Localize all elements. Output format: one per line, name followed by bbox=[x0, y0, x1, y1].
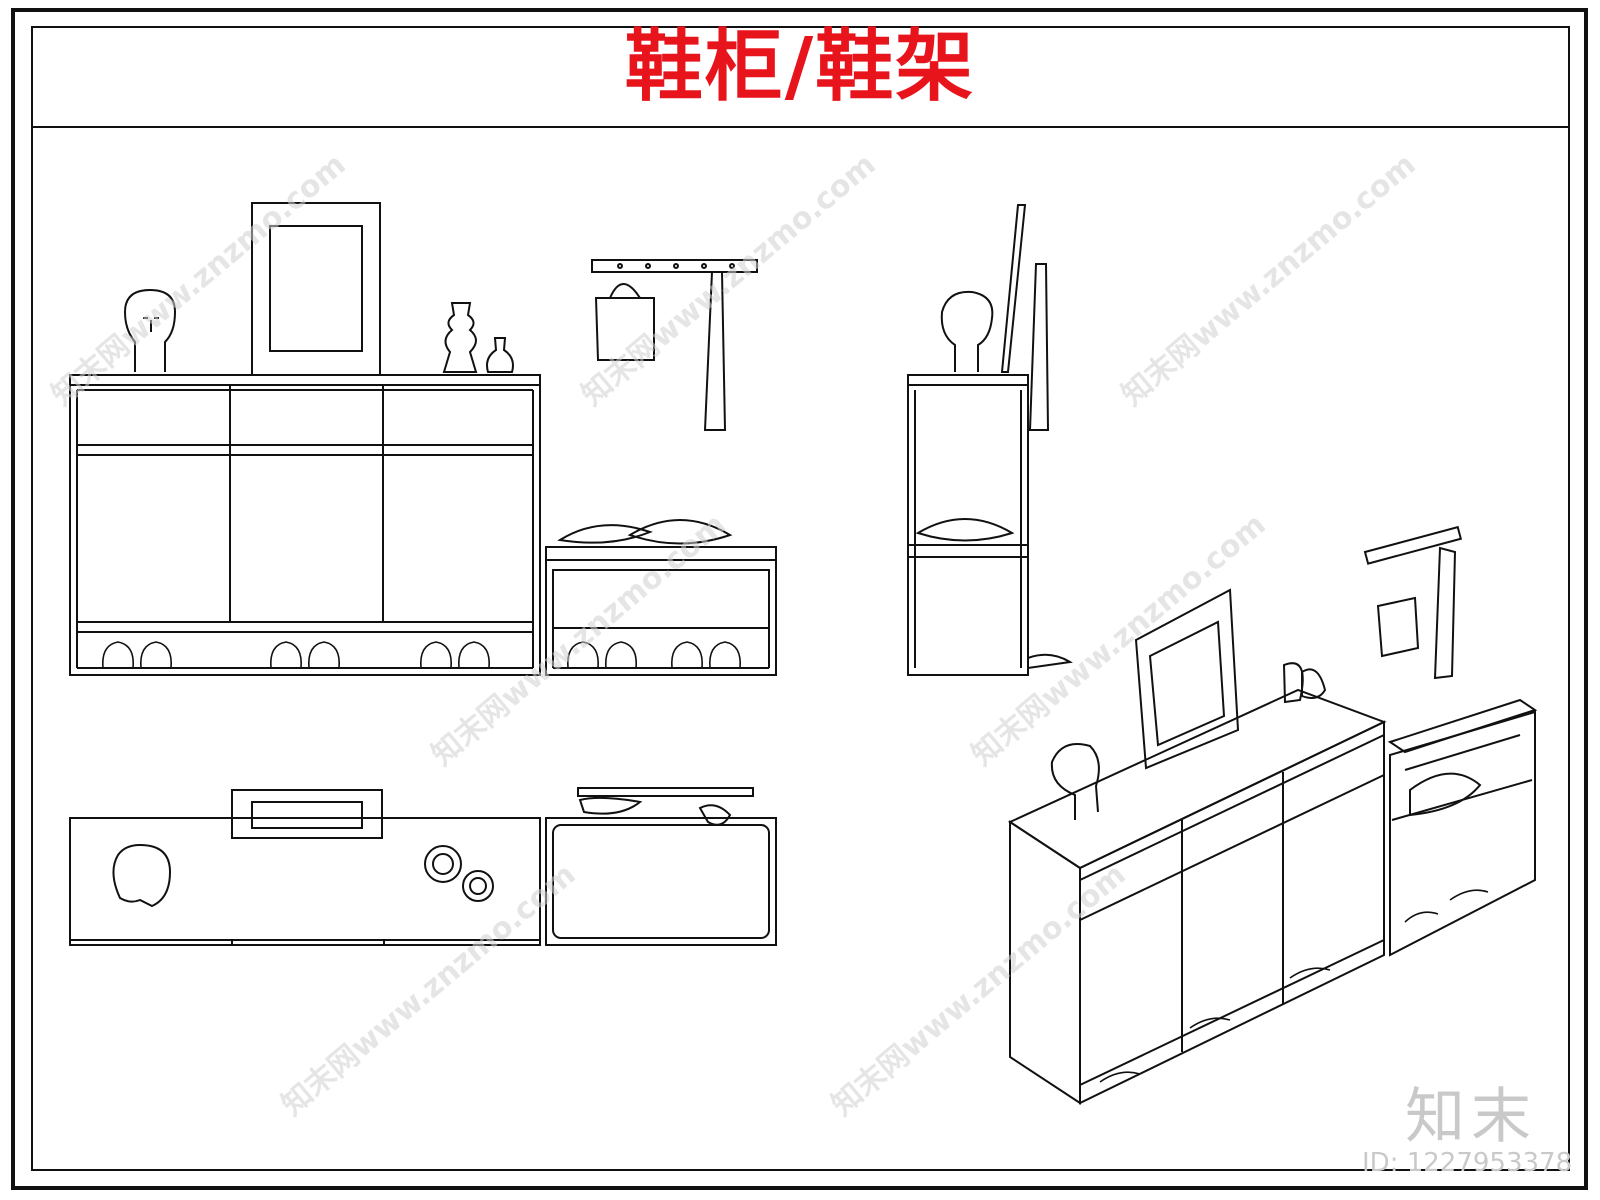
side-elevation bbox=[907, 204, 1073, 676]
page-title: 鞋柜/鞋架 bbox=[624, 21, 976, 112]
watermark-id: ID: 1227953378 bbox=[1362, 1148, 1573, 1178]
inner-border bbox=[31, 26, 1570, 1171]
front-elevation bbox=[69, 202, 777, 676]
watermark-logo: 知末 bbox=[1405, 1082, 1537, 1152]
isometric-view bbox=[1007, 525, 1538, 1105]
plan-view bbox=[69, 787, 777, 946]
outer-border bbox=[11, 8, 1588, 1190]
